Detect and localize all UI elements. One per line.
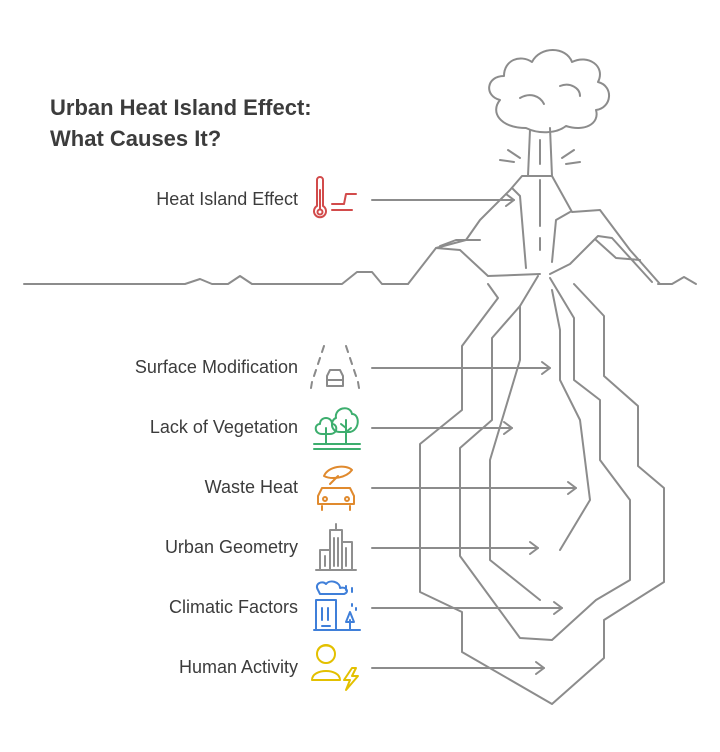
label-urban-geometry: Urban Geometry	[164, 537, 298, 557]
road-car-icon	[310, 345, 360, 389]
arrow-lack-of-vegetation	[371, 421, 513, 435]
car-heat-icon	[317, 465, 355, 511]
title-line-2: What Causes It?	[50, 126, 222, 151]
person-energy-icon	[311, 644, 359, 691]
magma-core	[489, 305, 541, 601]
arrow-surface-modification	[371, 361, 551, 375]
label-climatic-factors: Climatic Factors	[168, 597, 298, 617]
label-surface-modification: Surface Modification	[134, 357, 298, 377]
thermometer-icon	[313, 176, 357, 219]
label-human-activity: Human Activity	[178, 657, 298, 677]
buildings-icon	[315, 523, 357, 571]
trees-icon	[313, 407, 361, 450]
arrow-urban-geometry	[371, 541, 539, 555]
magma-chamber-outer	[419, 283, 665, 705]
building-weather-icon	[313, 580, 361, 631]
title-line-1: Urban Heat Island Effect:	[50, 95, 312, 120]
label-heat-island-effect: Heat Island Effect	[156, 189, 298, 209]
arrow-heat-island	[371, 193, 515, 207]
volcano-outline	[407, 175, 661, 285]
ground-line-right	[657, 276, 697, 285]
arrow-climatic-factors	[371, 601, 563, 615]
label-waste-heat: Waste Heat	[204, 477, 298, 497]
vent	[527, 127, 553, 177]
page-title: Urban Heat Island Effect: What Causes It…	[50, 92, 312, 154]
magma-chamber-inner	[459, 275, 631, 641]
ground-line	[23, 271, 409, 285]
arrow-waste-heat	[371, 481, 577, 495]
label-lack-of-vegetation: Lack of Vegetation	[149, 417, 298, 437]
eruption-cloud	[488, 49, 610, 134]
arrow-human-activity	[371, 661, 545, 675]
